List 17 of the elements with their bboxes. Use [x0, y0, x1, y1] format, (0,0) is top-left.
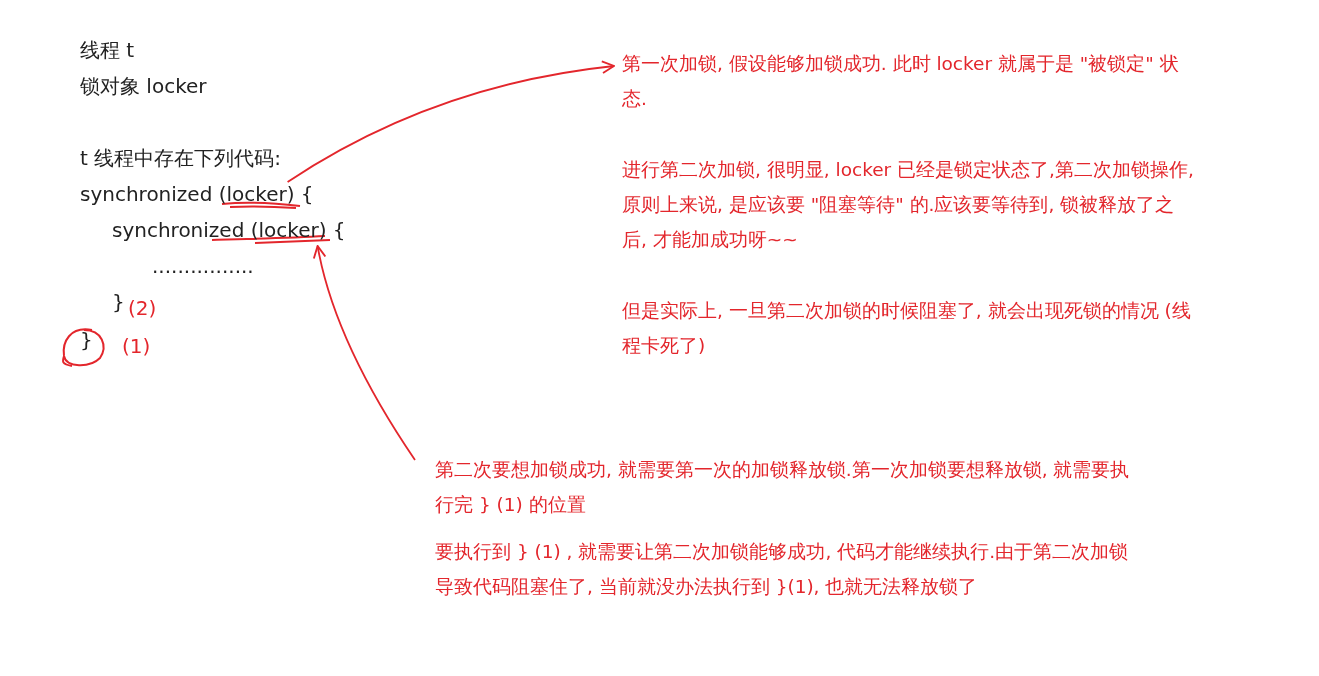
code-line: synchronized (locker) {: [112, 216, 346, 244]
note-paragraph: 要执行到 } (1) , 就需要让第二次加锁能够成功, 代码才能继续执行.由于第二次加锁导致代码阻塞住了, 当前就没办法执行到 }(1), 也就无法释放锁了: [435, 540, 1130, 599]
callout-number: (2): [128, 295, 157, 322]
note-paragraph: 但是实际上, 一旦第二次加锁的时候阻塞了, 就会出现死锁的情况 (线程卡死了): [622, 299, 1192, 358]
note-paragraph: 第二次要想加锁成功, 就需要第一次的加锁释放锁.第一次加锁要想释放锁, 就需要执行完 } (1) 的位置: [435, 458, 1131, 517]
arrow: [286, 60, 615, 183]
callout-number: (1): [122, 333, 151, 360]
heading-text: 锁对象 locker: [80, 73, 207, 100]
code-line: }: [80, 327, 93, 354]
heading-text: 线程 t: [80, 37, 135, 64]
code-line: synchronized (locker) {: [80, 180, 314, 208]
code-line: ................: [152, 253, 254, 280]
note-paragraph: 进行第二次加锁, 很明显, locker 已经是锁定状态了,第二次加锁操作, 原则上来说, 是应该要 "阻塞等待" 的.应该要等待到, 锁被释放了之后, 才能加成功呀~~: [622, 158, 1195, 252]
arrow: [313, 245, 416, 461]
heading-text: t 线程中存在下列代码:: [80, 145, 281, 172]
code-line: }: [112, 289, 125, 316]
note-paragraph: 第一次加锁, 假设能够加锁成功. 此时 locker 就属于是 "被锁定" 状态.: [622, 52, 1180, 111]
